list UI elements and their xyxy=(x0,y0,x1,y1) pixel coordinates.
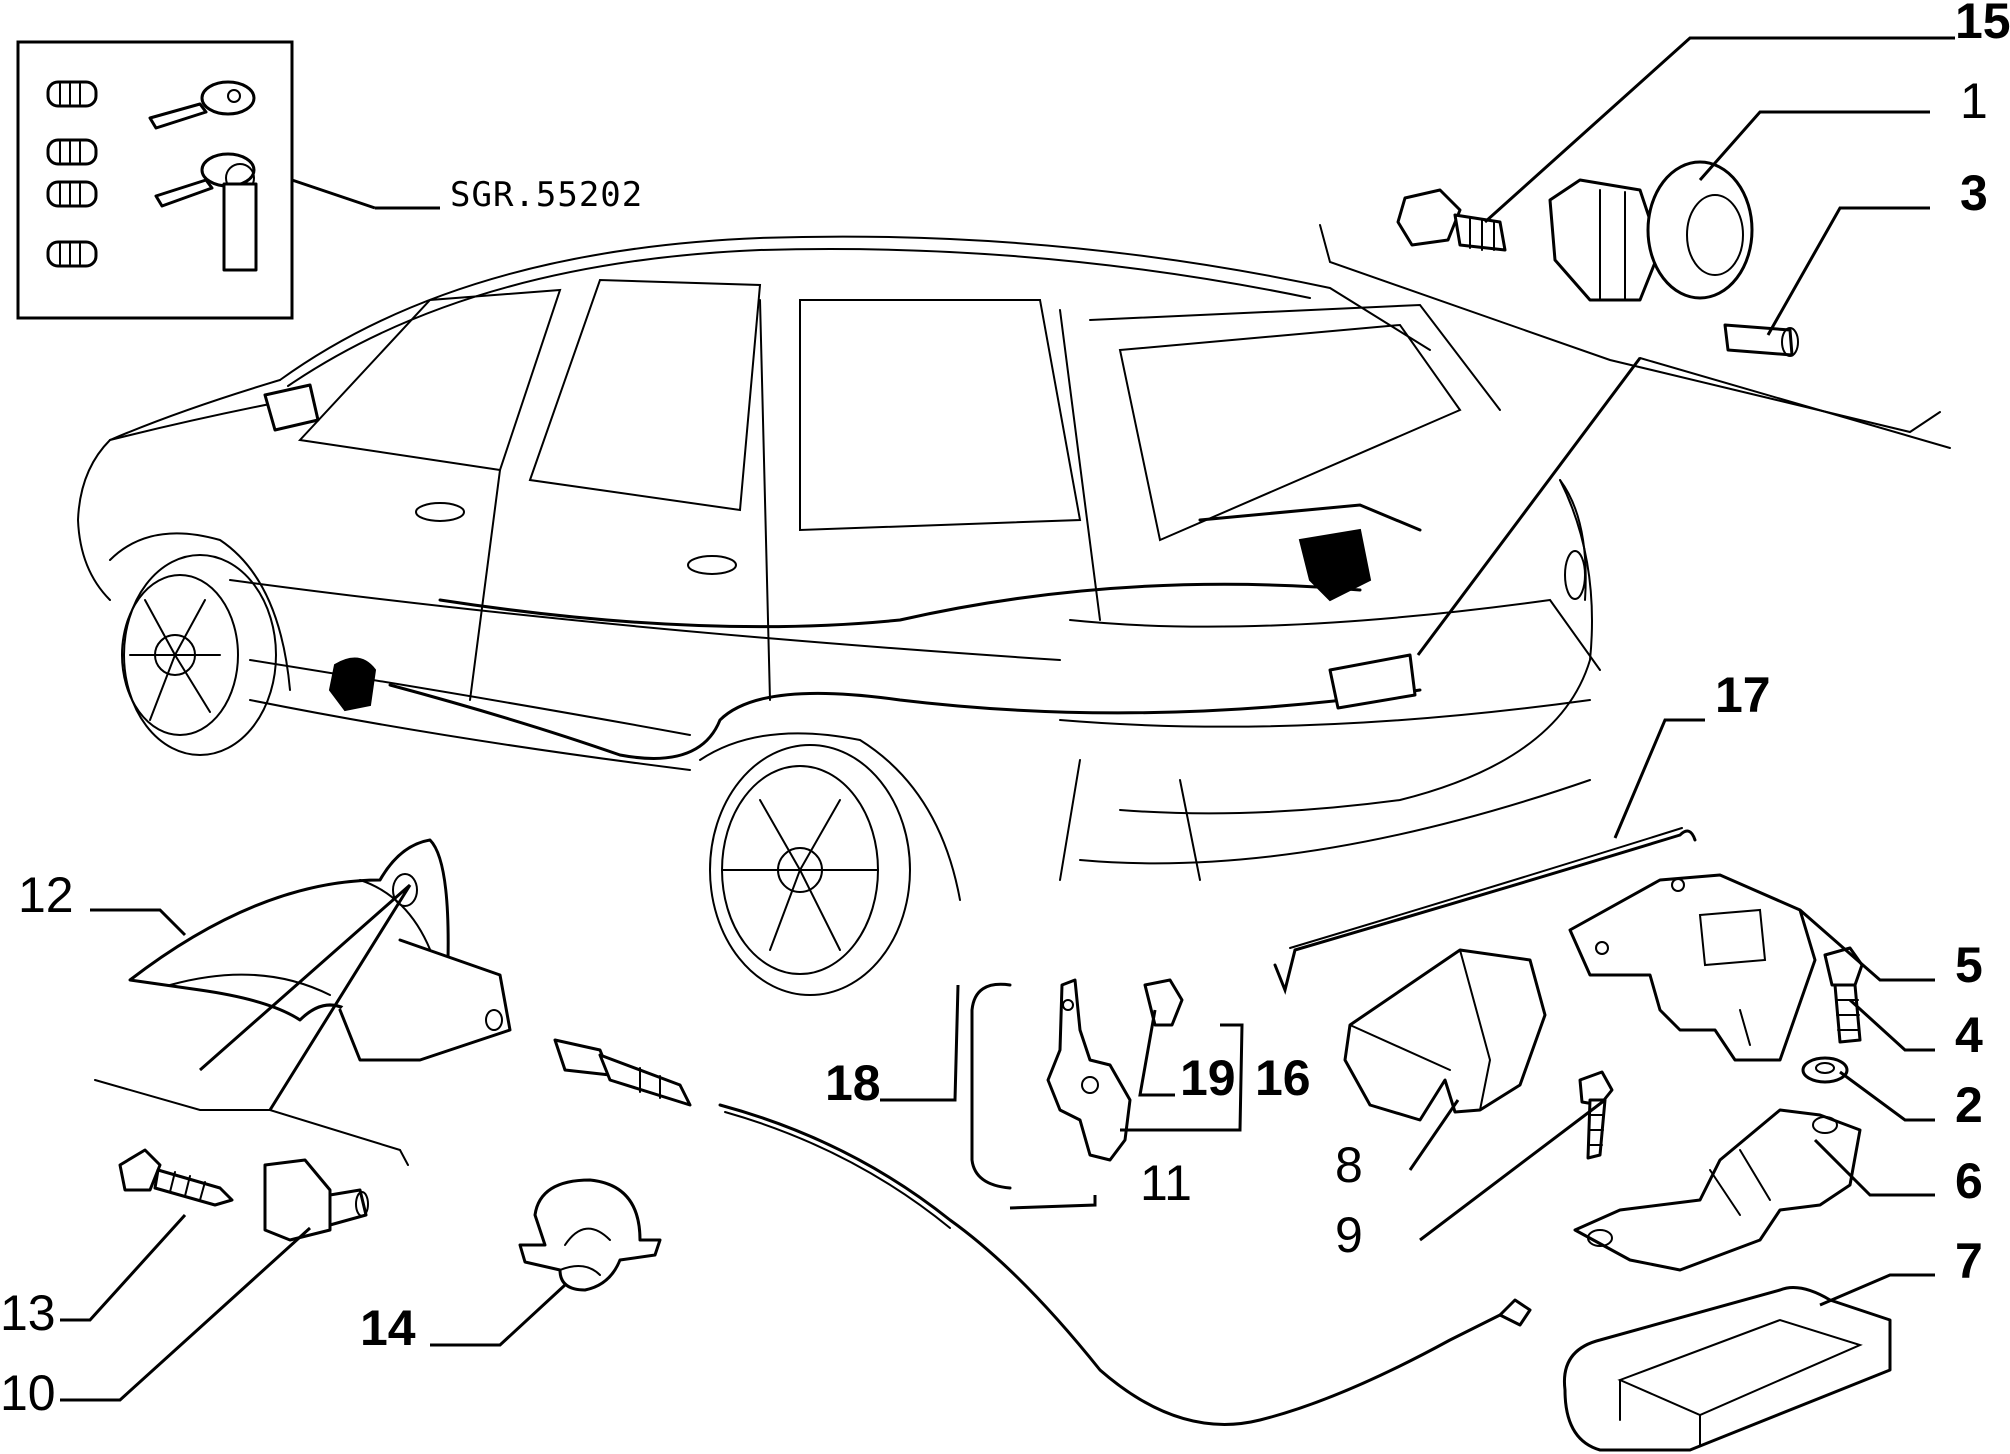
callout-13: 13 xyxy=(0,1285,56,1341)
callout-12: 12 xyxy=(18,867,74,923)
callout-16: 16 xyxy=(1255,1050,1311,1106)
callout-10: 10 xyxy=(0,1365,56,1421)
part-15-bolt xyxy=(1396,188,1507,252)
callout-1: 1 xyxy=(1960,73,1988,129)
cable-end-fitting xyxy=(553,1038,692,1107)
callout-18: 18 xyxy=(825,1055,881,1111)
callout-19: 19 xyxy=(1180,1050,1236,1106)
callout-8: 8 xyxy=(1335,1137,1363,1193)
part-3-sleeve xyxy=(1723,323,1799,357)
latch-housing-outline xyxy=(1328,653,1417,710)
callout-5: 5 xyxy=(1955,937,1983,993)
part-1-lock-cylinder xyxy=(1548,160,1754,302)
callout-9: 9 xyxy=(1335,1207,1363,1263)
callout-6: 6 xyxy=(1955,1153,1983,1209)
callout-labels: 15 1 3 17 12 5 4 2 18 19 16 8 9 6 11 7 1… xyxy=(0,0,2010,1421)
release-cable-routing xyxy=(438,582,1362,629)
callout-14: 14 xyxy=(360,1300,416,1356)
key-icon xyxy=(148,80,256,130)
part-18-rod xyxy=(970,982,1012,1190)
callout-7: 7 xyxy=(1955,1233,1983,1289)
part-6-striker xyxy=(1573,1108,1862,1272)
lock-barrel-icon xyxy=(46,80,98,108)
callout-15: 15 xyxy=(1955,0,2010,49)
callout-4: 4 xyxy=(1955,1007,1983,1063)
kit-code-label: SGR.55202 xyxy=(450,175,643,215)
part-10-clip xyxy=(263,1158,369,1242)
part-7-cover xyxy=(1562,1286,1892,1452)
part-8-bracket xyxy=(1343,948,1547,1122)
cable-end-ferrule xyxy=(1498,1298,1532,1327)
lock-actuator-silhouette xyxy=(1298,528,1372,602)
callout-17: 17 xyxy=(1715,667,1771,723)
lock-barrel-icon xyxy=(46,138,98,166)
release-lever-silhouette xyxy=(328,657,377,712)
part-5-latch xyxy=(1568,873,1817,1062)
lock-barrel-icon xyxy=(46,180,98,208)
part-4-bolt xyxy=(1823,946,1864,1044)
part-2-washer xyxy=(1801,1056,1849,1084)
callout-2: 2 xyxy=(1955,1077,1983,1133)
callout-11: 11 xyxy=(1140,1155,1192,1211)
part-9-screw xyxy=(1578,1070,1614,1160)
key-kit-inset xyxy=(16,40,294,320)
part-17-weatherstrip xyxy=(1273,829,1697,995)
part-14-cable-clip xyxy=(518,1178,662,1292)
key-with-tag-icon xyxy=(154,152,258,272)
part-19-clip xyxy=(1143,978,1184,1027)
callout-3: 3 xyxy=(1960,165,1988,221)
callout-leaders xyxy=(60,36,1955,1402)
kit-leader-line xyxy=(291,178,376,210)
part-13-screw xyxy=(118,1148,234,1207)
part-12-release-handle xyxy=(128,838,512,1062)
lock-barrel-icon xyxy=(46,240,98,268)
part-11-release-cable xyxy=(718,1103,1512,1426)
part-16-lever-bracket xyxy=(1046,978,1132,1162)
car-body-outline xyxy=(76,235,1601,996)
